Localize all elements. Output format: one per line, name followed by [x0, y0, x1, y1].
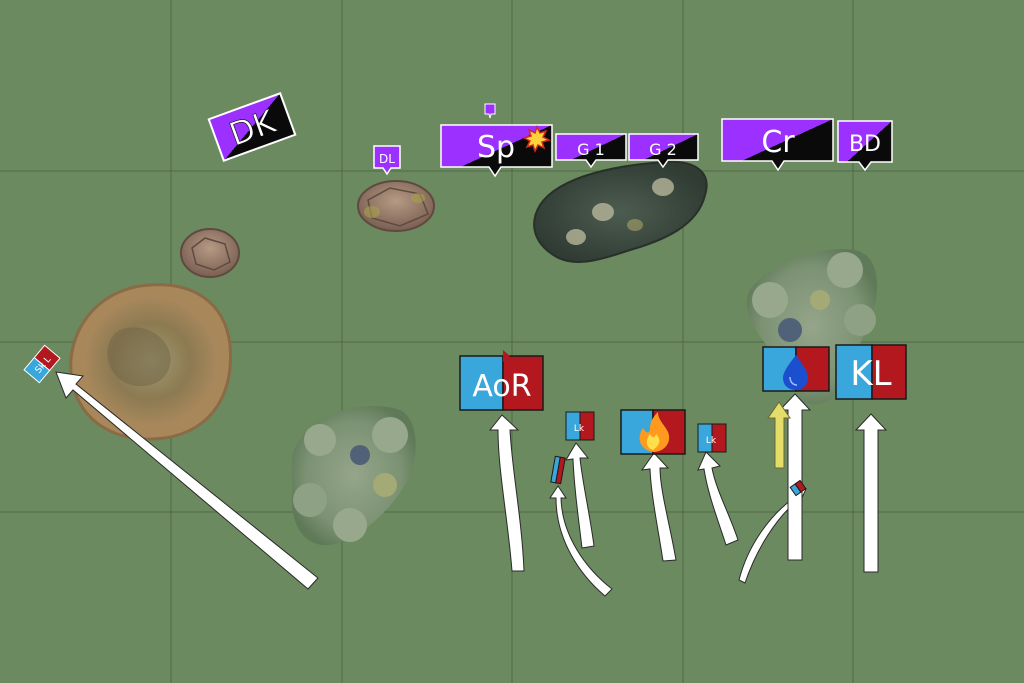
fire-icon — [639, 412, 670, 452]
arrow-aor-move — [488, 414, 525, 572]
arrow-kl-move — [854, 413, 888, 573]
unit-label: G 1 — [577, 140, 605, 159]
unit-label: BD — [849, 132, 881, 157]
friendly-unit-fire[interactable] — [620, 409, 686, 455]
enemy-unit-g2[interactable]: G 2 — [628, 133, 699, 169]
unit-label: AoR — [472, 369, 531, 404]
unit-label: KL — [850, 354, 891, 394]
enemy-unit-cr[interactable]: Cr — [721, 118, 834, 172]
explosion-icon — [521, 125, 552, 153]
enemy-unit-sp[interactable]: Sp — [440, 103, 553, 178]
unit-label: Lk — [574, 424, 585, 434]
arrow-small-unit-move — [549, 485, 613, 597]
unit-label: Cr — [761, 125, 795, 160]
arrow-fire-unit-move — [640, 452, 677, 562]
enemy-unit-bd[interactable]: BD — [837, 120, 893, 172]
enemy-unit-g1[interactable]: G 1 — [555, 133, 627, 169]
unit-label: Lk — [706, 436, 717, 446]
arrow-yellow-move — [767, 401, 791, 469]
unit-label: G 2 — [649, 140, 677, 159]
terrain-rock-medium — [357, 180, 435, 232]
arrow-lk2-move — [697, 451, 739, 546]
enemy-unit-dl[interactable]: DL — [373, 145, 401, 176]
terrain-hill-large — [69, 283, 233, 441]
friendly-unit-kl[interactable]: KL — [835, 344, 907, 400]
friendly-unit-water[interactable] — [762, 346, 830, 392]
arrow-water-unit-move — [778, 393, 812, 561]
arrow-lk1-move — [565, 442, 595, 549]
terrain-rock-small — [180, 228, 240, 278]
terrain-forest-center — [291, 405, 416, 546]
unit-label: DL — [379, 152, 395, 166]
friendly-unit-lk1[interactable]: Lk — [565, 411, 595, 441]
friendly-unit-sk[interactable]: Sk L — [23, 344, 61, 384]
friendly-unit-small[interactable] — [550, 455, 566, 485]
enemy-unit-dk[interactable]: DK — [207, 92, 297, 162]
terrain-rocky-outcrop — [533, 160, 708, 263]
arrow-skirmisher-move — [55, 371, 319, 590]
friendly-unit-aor[interactable]: AoR — [459, 350, 544, 411]
movement-arrows — [55, 371, 888, 597]
water-drop-icon — [783, 355, 808, 390]
friendly-unit-lk2[interactable]: Lk — [697, 423, 727, 453]
unit-label: Sp — [477, 130, 515, 165]
friendly-unit-tiny[interactable] — [789, 479, 807, 497]
